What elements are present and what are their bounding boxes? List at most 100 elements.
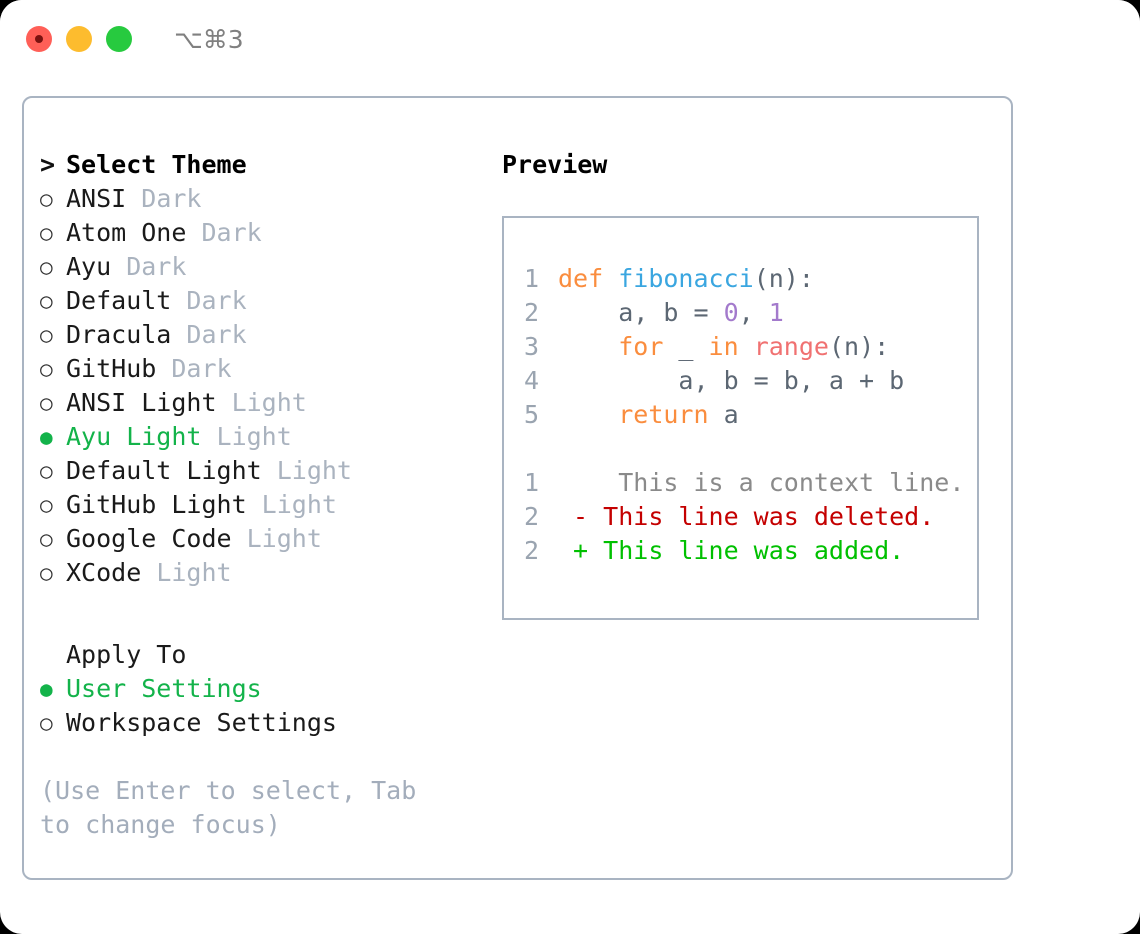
theme-option-ansi-light[interactable]: ○ANSI Light Light	[40, 386, 500, 420]
keyboard-hint-text: (Use Enter to select, Tab to change focu…	[40, 776, 432, 839]
maximize-button[interactable]	[106, 26, 132, 52]
code-token: 1	[768, 298, 784, 327]
line-number: 4	[524, 366, 540, 395]
theme-variant-badge: Dark	[171, 286, 247, 315]
theme-variant-badge: Light	[216, 388, 307, 417]
code-token: (n):	[828, 332, 890, 361]
theme-option-label: Default Light	[66, 456, 262, 485]
radio-unselected-icon: ○	[40, 711, 53, 735]
diff-text: This is a context line.	[588, 468, 965, 497]
theme-option-label: Ayu	[66, 252, 112, 281]
theme-variant-badge: Light	[141, 558, 232, 587]
radio-selected-icon: ●	[40, 677, 53, 701]
minimize-button[interactable]	[66, 26, 92, 52]
radio-unselected-icon: ○	[40, 527, 53, 551]
theme-variant-badge: Dark	[186, 218, 262, 247]
line-number: 2	[524, 298, 540, 327]
diff-sample: 1 This is a context line.2 - This line w…	[524, 466, 977, 568]
theme-option-atom-one[interactable]: ○ Atom One Dark	[40, 216, 500, 250]
code-token	[739, 332, 754, 361]
theme-option-ayu[interactable]: ○ Ayu Dark	[40, 250, 500, 284]
radio-unselected-icon: ○	[40, 561, 53, 585]
diff-text: This line was added.	[588, 536, 905, 565]
radio-unselected-icon: ○	[40, 391, 53, 415]
apply-to-label: Apply To	[66, 640, 187, 669]
code-token: fibonacci	[618, 264, 754, 293]
radio-unselected-icon: ○	[40, 357, 53, 381]
keyboard-shortcut-label: ⌥⌘3	[174, 24, 244, 54]
diff-line: 2 + This line was added.	[524, 534, 977, 568]
theme-option-google-code[interactable]: ○ Google Code Light	[40, 522, 500, 556]
theme-variant-badge: Light	[201, 422, 292, 451]
code-token: 0	[723, 298, 739, 327]
diff-sign	[558, 468, 588, 497]
code-token: a, b =	[558, 298, 724, 327]
theme-option-label: Google Code	[66, 524, 232, 553]
line-number: 3	[524, 332, 540, 361]
code-token: a	[708, 400, 739, 429]
theme-option-label: Ayu Light	[66, 422, 202, 451]
theme-option-github-light[interactable]: ○ GitHub Light Light	[40, 488, 500, 522]
theme-option-ansi[interactable]: ○ANSI Dark	[40, 182, 500, 216]
code-token	[558, 332, 618, 361]
code-token	[558, 400, 618, 429]
theme-option-label: Atom One	[66, 218, 187, 247]
theme-option-dracula[interactable]: ○Dracula Dark	[40, 318, 500, 352]
theme-variant-badge: Light	[231, 524, 322, 553]
theme-option-label: Default	[66, 286, 172, 315]
diff-line-number: 1	[524, 468, 540, 497]
code-line: 3 for _ in range(n):	[524, 330, 977, 364]
radio-unselected-icon: ○	[40, 493, 53, 517]
theme-option-label: GitHub Light	[66, 490, 247, 519]
radio-unselected-icon: ○	[40, 459, 53, 483]
apply-to-option-label: Workspace Settings	[66, 708, 337, 737]
cursor-icon: >	[40, 150, 56, 179]
theme-list: ○ANSI Dark○Atom One Dark○Ayu Dark○Defaul…	[40, 182, 500, 590]
diff-line: 2 - This line was deleted.	[524, 500, 977, 534]
close-button[interactable]	[26, 26, 52, 52]
theme-option-xcode[interactable]: ○ XCode Light	[40, 556, 500, 590]
code-token: for	[618, 332, 664, 361]
code-token: ,	[738, 298, 769, 327]
radio-unselected-icon: ○	[40, 289, 53, 313]
select-theme-header: > Select Theme	[40, 148, 500, 182]
radio-unselected-icon: ○	[40, 323, 53, 347]
code-line: 4 a, b = b, a + b	[524, 364, 977, 398]
theme-variant-badge: Light	[246, 490, 337, 519]
code-token	[603, 264, 618, 293]
radio-unselected-icon: ○	[40, 221, 53, 245]
preview-gap	[524, 432, 977, 466]
code-token: in	[708, 332, 739, 361]
window-controls	[26, 26, 132, 52]
code-token: a, b = b, a + b	[558, 366, 905, 395]
diff-sign: -	[558, 502, 589, 531]
title-bar: ⌥⌘3	[0, 0, 1140, 78]
theme-option-label: GitHub	[66, 354, 157, 383]
theme-option-label: ANSI	[66, 184, 127, 213]
preview-title: Preview	[502, 150, 608, 179]
radio-unselected-icon: ○	[40, 255, 53, 279]
apply-to-option-label: User Settings	[66, 674, 262, 703]
theme-variant-badge: Dark	[126, 184, 202, 213]
apply-to-header: Apply To	[40, 638, 500, 672]
apply-to-option-user-settings[interactable]: ● User Settings	[40, 672, 500, 706]
list-spacer	[40, 590, 500, 638]
apply-to-option-workspace-settings[interactable]: ○ Workspace Settings	[40, 706, 500, 740]
theme-option-default-light[interactable]: ○ Default Light Light	[40, 454, 500, 488]
diff-text: This line was deleted.	[588, 502, 935, 531]
code-token: return	[618, 400, 709, 429]
theme-variant-badge: Dark	[111, 252, 187, 281]
theme-option-github[interactable]: ○GitHub Dark	[40, 352, 500, 386]
diff-line-number: 2	[524, 502, 540, 531]
theme-option-label: Dracula	[66, 320, 172, 349]
diff-line: 1 This is a context line.	[524, 466, 977, 500]
code-token: range	[753, 332, 829, 361]
theme-option-ayu-light[interactable]: ●Ayu Light Light	[40, 420, 500, 454]
theme-option-default[interactable]: ○ Default Dark	[40, 284, 500, 318]
theme-option-label: XCode	[66, 558, 142, 587]
theme-variant-badge: Light	[261, 456, 352, 485]
